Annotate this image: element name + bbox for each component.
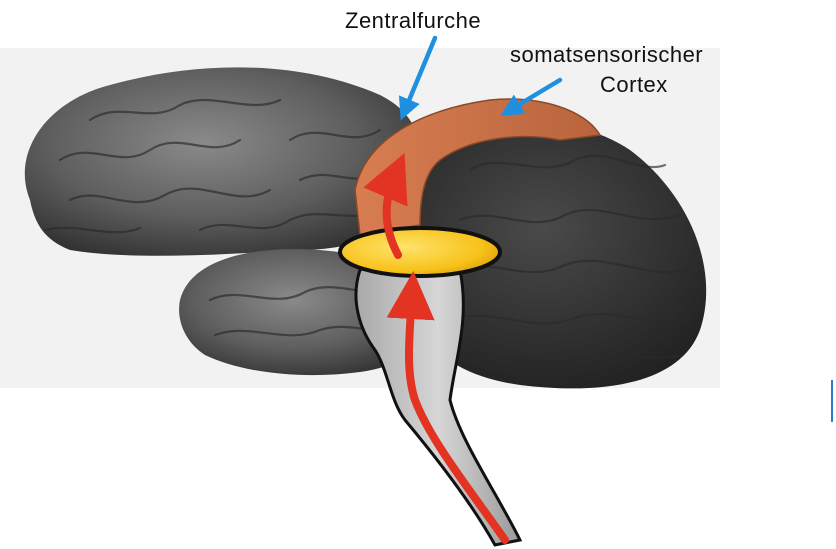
thalamus [340, 228, 500, 276]
label-somatosensory-line2: Cortex [600, 72, 668, 98]
label-somatosensory-line1: somatsensorischer [510, 42, 703, 68]
label-central-sulcus: Zentralfurche [345, 8, 481, 34]
edge-blue-line [831, 380, 833, 422]
pointer-blue-arrow-central [405, 38, 435, 110]
